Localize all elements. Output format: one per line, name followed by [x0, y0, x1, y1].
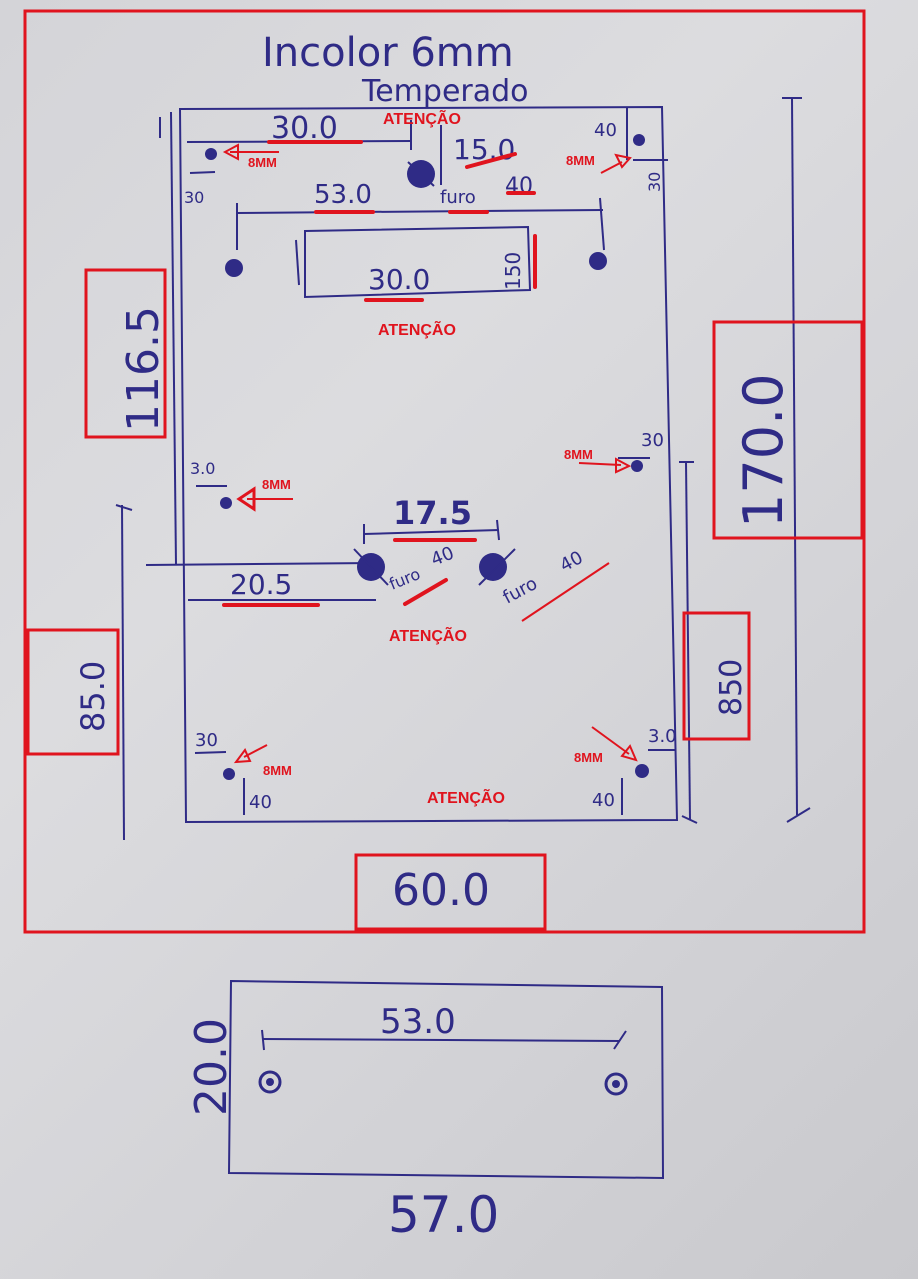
hole-upper-right [589, 252, 607, 270]
small-piece-hole-span: 53.0 [380, 1002, 456, 1042]
hole-top-right [633, 134, 645, 146]
hole-top-left [205, 148, 217, 160]
hole-size-label-tr: 8MM [566, 153, 595, 168]
dim-margin-tr-v: 40 [594, 120, 617, 141]
hole-ticks [189, 108, 676, 815]
dim-top-hole-size: 40 [505, 174, 533, 199]
dim-margin-br-h: 3.0 [648, 726, 677, 747]
label-furo-top: furo [440, 187, 476, 208]
dim-overall-height: 170.0 [732, 373, 795, 528]
dim-panel-width: 60.0 [392, 865, 490, 916]
header-line-1: Incolor 6mm [262, 30, 514, 76]
dim-margin-tr-h: 30 [645, 172, 664, 192]
dim-margin-mr: 30 [641, 430, 664, 451]
hole-size-label-mr: 8MM [564, 447, 593, 462]
dim-side-offset-top: 116.5 [118, 306, 169, 432]
dim-mid-holes-gap: 17.5 [393, 494, 472, 532]
markup-box-panel-width [354, 853, 547, 931]
dim-side-offset-bottom: 85.0 [74, 661, 112, 732]
label-furo-mid-1: furo [386, 564, 423, 594]
dim-mid-hole-offset: 20.5 [230, 568, 292, 601]
dim-margin-bl-h: 30 [195, 730, 218, 751]
dim-margin-br-v: 40 [592, 790, 615, 811]
markup-box-side-offset-bottom [26, 628, 120, 756]
hole-mid-center-2 [479, 553, 507, 581]
hole-size-label-br: 8MM [574, 750, 603, 765]
small-piece-hole-left [258, 1070, 282, 1094]
hole-size-label-ml: 8MM [262, 477, 291, 492]
hole-bottom-right [635, 764, 649, 778]
attention-label-window: ATENÇÃO [378, 319, 456, 339]
middle-span-line [363, 519, 500, 544]
small-piece-width: 57.0 [388, 1186, 499, 1244]
dim-right-offset-bottom: 850 [714, 659, 749, 716]
small-piece-hole-right [604, 1072, 628, 1096]
header-line-2: Temperado [361, 74, 529, 109]
markup-box-overall-height [712, 320, 864, 540]
small-piece-height: 20.0 [186, 1018, 237, 1116]
main-dimensions: 30.0 15.0 furo 40 53.0 30.0 150 116.5 17… [74, 111, 795, 916]
markup-box-right-offset-bottom [682, 611, 751, 741]
dim-mid-hole-size-2: 40 [556, 547, 586, 576]
dim-mid-hole-size-1: 40 [428, 543, 457, 571]
hole-upper-left [225, 259, 243, 277]
upper-span-line [236, 120, 605, 251]
label-furo-mid-2: furo [499, 573, 540, 608]
hole-bottom-left [223, 768, 235, 780]
markup-box-side-offset-top [84, 268, 167, 439]
dim-margin-ml: 3.0 [190, 459, 215, 478]
main-panel-outline [115, 97, 811, 841]
dim-window-width: 30.0 [368, 263, 430, 296]
dim-margin-tl-h: 30 [184, 188, 204, 207]
window-cutout [295, 225, 532, 299]
hole-mid-left [220, 497, 232, 509]
attention-label-top: ATENÇÃO [383, 108, 461, 128]
markup-arrows [222, 143, 638, 764]
markup-frame-main [23, 9, 866, 934]
red-labels: ATENÇÃO ATENÇÃO ATENÇÃO ATENÇÃO 8MM 8MM … [248, 108, 603, 807]
dim-margin-bl-v: 40 [249, 792, 272, 813]
hole-size-label-tl: 8MM [248, 155, 277, 170]
attention-label-middle: ATENÇÃO [389, 625, 467, 645]
hole-mid-right [631, 460, 643, 472]
small-piece: 53.0 20.0 57.0 [186, 979, 665, 1244]
red-markup [23, 9, 866, 934]
header: Incolor 6mm Temperado [262, 30, 529, 109]
small-piece-outline [227, 979, 665, 1180]
dim-upper-holes-span: 53.0 [314, 180, 372, 210]
dim-window-height: 150 [501, 252, 525, 290]
hole-size-label-bl: 8MM [263, 763, 292, 778]
attention-label-bottom: ATENÇÃO [427, 787, 505, 807]
